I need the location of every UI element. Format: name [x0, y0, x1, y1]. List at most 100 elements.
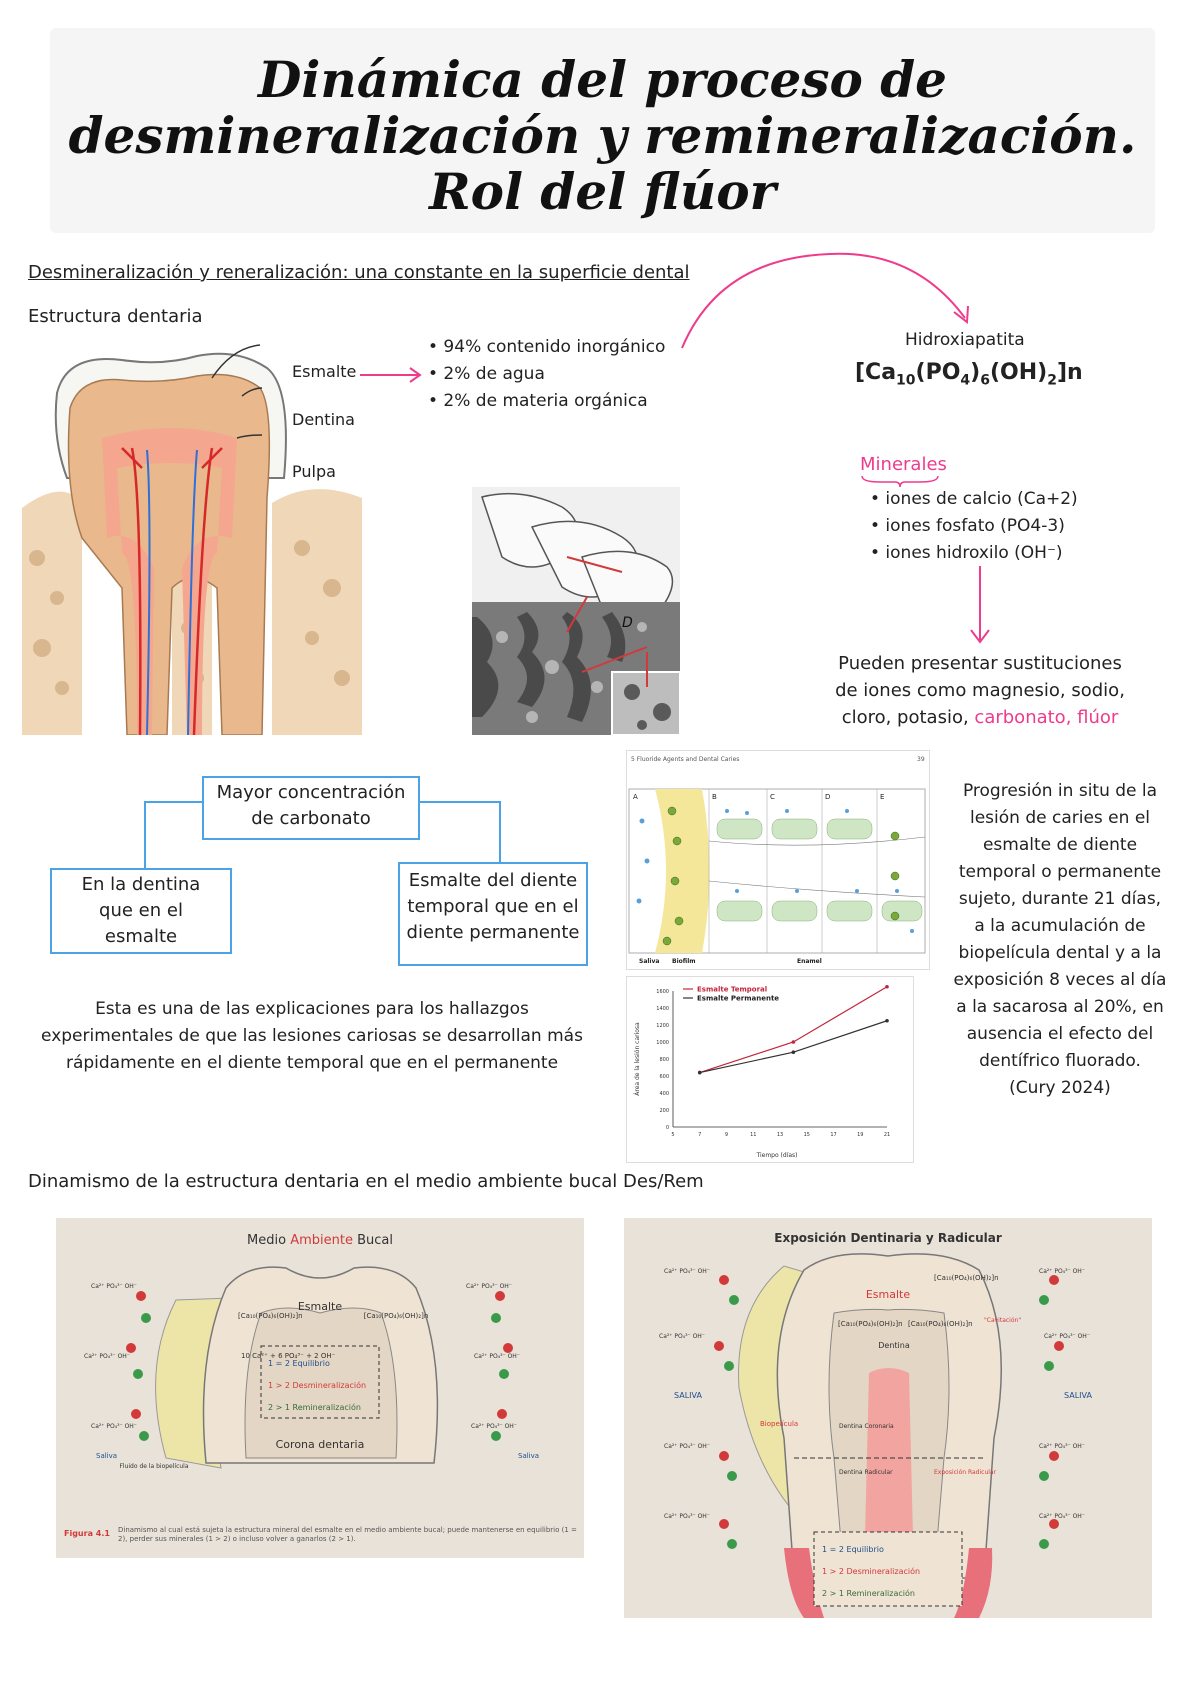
fig-right-dentina-coronaria: Dentina Coronaria — [839, 1423, 894, 1430]
hydroxyapatite-label: Hidroxiapatita — [905, 330, 1025, 350]
fig-right-ion-group: Ca²⁺ PO₄³⁻ OH⁻ — [664, 1443, 710, 1450]
fig-left-formula-right: [Ca₁₀(PO₄)₆(OH)₂]n — [364, 1312, 429, 1320]
concept-right-box: Esmalte del diente temporal que en el di… — [398, 862, 588, 966]
progression-line: a la sacarosa al 20%, en — [956, 997, 1164, 1017]
concept-left-line: En la dentina — [81, 874, 201, 895]
fig-right-formula-left: [Ca₁₀(PO₄)₆(OH)₂]n — [838, 1320, 903, 1328]
chart-data-point — [697, 1070, 702, 1075]
fig-left-title-c: Bucal — [353, 1233, 393, 1248]
fig-right-saliva: SALIVA — [674, 1391, 702, 1400]
formula-part: ]n — [1056, 360, 1083, 385]
composition-list: • 94% contenido inorgánico • 2% de agua … — [428, 334, 665, 415]
tooth-illustration — [22, 338, 362, 735]
fig-small-bottom-label: Biofilm — [672, 958, 696, 965]
title-line-2: desmineralización y remineralización. — [68, 106, 1137, 165]
fig-left-title: Medio Ambiente Bucal — [247, 1233, 393, 1248]
composition-item: • 94% contenido inorgánico — [428, 337, 666, 357]
fig-left-title-b: Ambiente — [290, 1233, 353, 1248]
fig-right-dentina-radicular: Dentina Radicular — [839, 1469, 893, 1476]
concept-right-line: Esmalte del diente — [408, 870, 578, 891]
chart-x-tick-label: 5 — [671, 1132, 674, 1138]
chart-y-tick-label: 600 — [659, 1074, 669, 1080]
explanation-line: rápidamente en el diente temporal que en… — [65, 1053, 559, 1073]
chart-x-tick-label: 11 — [750, 1132, 756, 1138]
fig-left-ion-group: Ca²⁺ PO₄³⁻ OH⁻ — [91, 1423, 137, 1430]
substitution-line3a: cloro, potasio, — [841, 707, 975, 728]
explanation-text: Esta es una de las explicaciones para lo… — [22, 996, 602, 1077]
fig-left-ion-group: Ca²⁺ PO₄³⁻ OH⁻ — [474, 1353, 520, 1360]
fig-left-saliva: Saliva — [96, 1452, 117, 1460]
structure-subheading: Estructura dentaria — [28, 306, 203, 327]
fig-small-panel: D — [825, 793, 830, 801]
fig-left-ion-group: Ca²⁺ PO₄³⁻ OH⁻ — [84, 1353, 130, 1360]
svg-text:D: D — [622, 615, 633, 631]
progression-line: a la acumulación de — [974, 916, 1146, 936]
minerals-list: • iones de calcio (Ca+2) • iones fosfato… — [870, 486, 1078, 567]
fig-right-ion-group: Ca²⁺ PO₄³⁻ OH⁻ — [664, 1268, 710, 1275]
fig-right-ion-group: Ca²⁺ PO₄³⁻ OH⁻ — [1039, 1268, 1085, 1275]
dentin-exposure-figure: Exposición Dentinaria y Radicular Esmalt… — [624, 1218, 1152, 1618]
progression-line: dentífrico fluorado. — [979, 1051, 1141, 1071]
progression-line: (Cury 2024) — [1009, 1078, 1111, 1098]
page-title: Dinámica del proceso de desmineralizació… — [50, 52, 1155, 220]
fig-right-cavitacion: "Cavitación" — [984, 1317, 1021, 1324]
chart-x-tick-label: 9 — [725, 1132, 728, 1138]
chart-y-tick-label: 1000 — [656, 1040, 669, 1046]
concept-top-line: Mayor concentración — [216, 782, 406, 803]
label-esmalte: Esmalte — [292, 362, 357, 381]
fig-left-title-a: Medio — [247, 1233, 290, 1248]
explanation-line: Esta es una de las explicaciones para lo… — [95, 999, 529, 1019]
fig-left-caption: Dinamismo al cual está sujeta la estruct… — [118, 1526, 577, 1543]
formula-part: (OH) — [989, 360, 1048, 385]
fig-right-dentina: Dentina — [878, 1341, 910, 1350]
mineral-item: • iones hidroxilo (OH⁻) — [870, 543, 1063, 563]
progression-line: biopelícula dental y a la — [958, 943, 1162, 963]
progression-line: Progresión in situ de la — [962, 781, 1158, 801]
chart-x-tick-label: 19 — [857, 1132, 863, 1138]
section2-heading: Dinamismo de la estructura dentaria en e… — [28, 1171, 704, 1192]
formula-sub: 10 — [896, 372, 916, 389]
substitution-highlight: carbonato, flúor — [974, 707, 1119, 728]
fig-small-panel: A — [633, 793, 638, 801]
fig-right-saliva: SALIVA — [1064, 1391, 1092, 1400]
concept-right-line: temporal que en el — [407, 896, 579, 917]
title-banner — [50, 28, 1155, 233]
fig-right-legend: 1 = 2 Equilibrio — [822, 1545, 884, 1554]
fig-left-biofilm: Fluido de la biopelícula — [119, 1463, 188, 1470]
pink-down-arrow — [970, 566, 990, 644]
chart-y-tick-label: 800 — [659, 1057, 669, 1063]
chart-data-point — [885, 984, 889, 989]
formula-part: ) — [970, 360, 981, 385]
minerals-label: Minerales — [860, 454, 947, 475]
title-line-1: Dinámica del proceso de — [257, 50, 947, 109]
caries-progression-figure: 5 Fluoride Agents and Dental Caries 39 A… — [626, 750, 930, 970]
substitution-line: Pueden presentar sustituciones — [838, 653, 1122, 674]
pink-arrow-esmalte — [360, 367, 422, 383]
chart-x-tick-label: 21 — [884, 1132, 890, 1138]
fig-left-ion-group: Ca²⁺ PO₄³⁻ OH⁻ — [466, 1283, 512, 1290]
label-pulpa: Pulpa — [292, 462, 336, 481]
fig-small-panel: B — [712, 793, 717, 801]
chart-x-tick-label: 15 — [804, 1132, 810, 1138]
formula-part: [Ca — [855, 360, 897, 385]
chart-data-point — [885, 1018, 889, 1023]
fig-right-ion-group: Ca²⁺ PO₄³⁻ OH⁻ — [1039, 1443, 1085, 1450]
composition-item: • 2% de agua — [428, 364, 545, 384]
chart-data-point — [791, 1040, 796, 1044]
formula-sub: 6 — [980, 372, 990, 389]
chart-y-tick-label: 0 — [666, 1125, 669, 1131]
fig-left-esmalte: Esmalte — [298, 1300, 343, 1313]
fig-right-biopelicula: Biopelícula — [760, 1420, 798, 1428]
fig-left-legend: 2 > 1 Remineralización — [268, 1402, 361, 1412]
concept-top-line: de carbonato — [251, 808, 371, 829]
fig-small-panel: E — [880, 793, 884, 801]
chart-y-label: Área de la lesión cariosa — [634, 1022, 641, 1096]
chart-y-tick-label: 1400 — [656, 1006, 669, 1012]
concept-left-box: En la dentina que en el esmalte — [50, 868, 232, 954]
substitution-line: cloro, potasio, carbonato, flúor — [820, 704, 1140, 731]
fig-right-formula-center: [Ca₁₀(PO₄)₆(OH)₂]n — [908, 1320, 973, 1328]
pink-curved-arrow — [681, 252, 969, 349]
fig-left-legend: 1 = 2 Equilibrio — [268, 1359, 330, 1368]
chart-x-tick-label: 7 — [698, 1132, 701, 1138]
section1-heading: Desmineralización y reneralización: una … — [28, 262, 690, 283]
